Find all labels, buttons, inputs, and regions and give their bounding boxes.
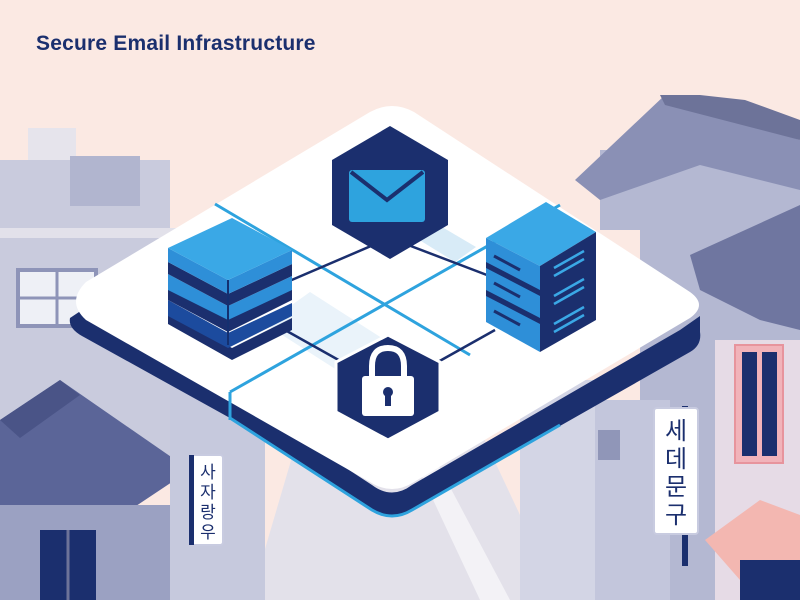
platform-top: [76, 106, 699, 489]
building-mid-right-window: [598, 430, 620, 460]
building-left-chimney: [28, 128, 76, 160]
building-left-band: [0, 228, 200, 238]
building-right-roof-2: [690, 205, 800, 330]
connector-line: [394, 238, 501, 282]
sign-left-char: 우: [200, 523, 216, 543]
building-right-roof-ridge: [660, 95, 800, 140]
sign-left: 사 자 랑 우: [188, 454, 224, 546]
sign-left-char: 자: [200, 483, 216, 503]
padlock-icon: [334, 333, 442, 442]
envelope-icon: [332, 126, 448, 259]
sign-right-char: 문: [665, 473, 687, 501]
network-platform: [69, 106, 701, 518]
sign-left-char: 랑: [200, 503, 216, 523]
sign-right-char: 세: [665, 417, 687, 445]
platform-edge-highlight: [229, 416, 561, 518]
sign-right-char: 데: [665, 445, 687, 473]
building-left-chimney-top: [70, 156, 140, 206]
connector-line: [279, 238, 386, 287]
grid-line: [214, 202, 471, 357]
building-right-door: [740, 560, 800, 600]
background-buildings: [0, 95, 800, 600]
platform-edge: [69, 310, 701, 516]
database-stack-icon: [168, 218, 292, 360]
server-rack-icon: [486, 202, 596, 352]
sign-left-char: 사: [200, 463, 216, 483]
house-left-roof-edge: [0, 380, 80, 438]
page-title: Secure Email Infrastructure: [36, 32, 316, 55]
sign-right: 세 데 문 구: [653, 406, 699, 566]
building-right-window-pane: [762, 352, 777, 456]
building-right-window-pane: [742, 352, 757, 456]
sign-right-char: 구: [665, 501, 687, 529]
